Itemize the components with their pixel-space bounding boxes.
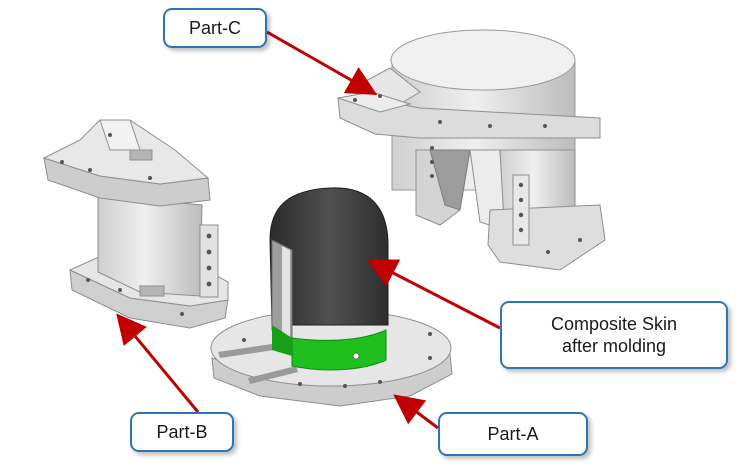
part-c-mold xyxy=(337,29,606,271)
composite-skin xyxy=(269,187,389,371)
arrow-part-a xyxy=(393,394,439,430)
label-composite-skin-line1: Composite Skin xyxy=(550,313,678,334)
arrow-composite-skin xyxy=(366,259,501,330)
label-composite-skin: Composite Skin after molding xyxy=(500,301,728,369)
label-part-b-text: Part-B xyxy=(156,421,208,442)
part-b-mold xyxy=(42,119,229,329)
label-part-a-text: Part-A xyxy=(487,423,539,444)
arrow-part-b xyxy=(116,313,200,413)
label-part-b: Part-B xyxy=(130,412,234,452)
label-part-c-text: Part-C xyxy=(188,17,241,38)
leader-arrows xyxy=(116,30,501,430)
label-part-a: Part-A xyxy=(438,412,588,456)
label-part-c: Part-C xyxy=(163,8,267,48)
arrow-part-c xyxy=(266,30,378,95)
label-composite-skin-line2: after molding xyxy=(561,336,667,356)
